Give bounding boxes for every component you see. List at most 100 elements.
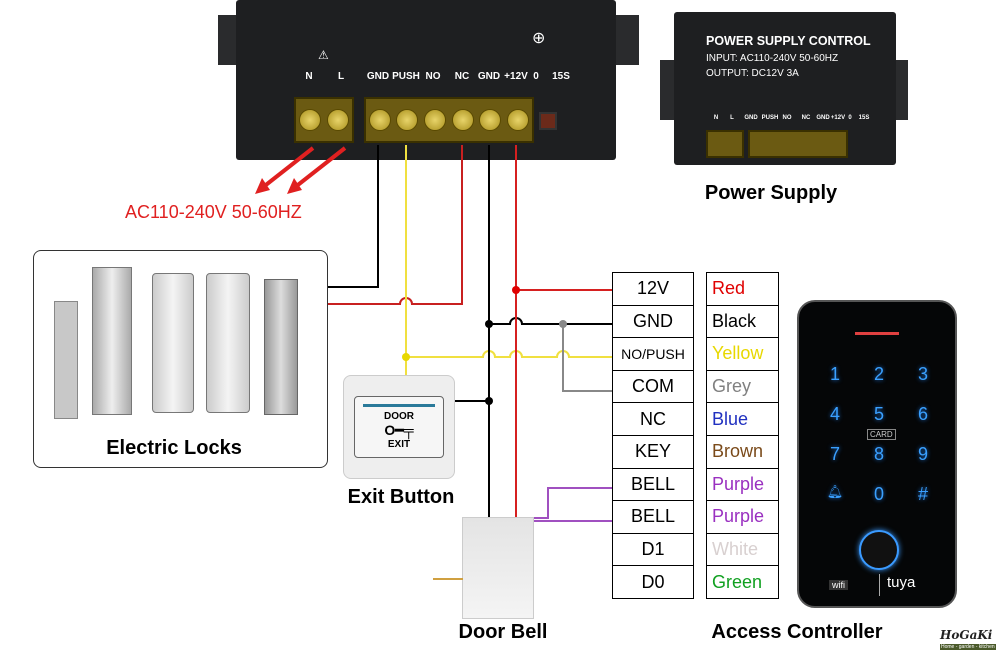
junction-push xyxy=(402,353,410,361)
terminal-name: NO/PUSH xyxy=(612,337,694,371)
table-row: COM xyxy=(612,369,694,404)
ac-arrowhead-l xyxy=(287,178,302,194)
hogaki-logo: HoGaKi xyxy=(940,628,993,642)
terminal-name: BELL xyxy=(612,467,694,502)
terminal-label: NO xyxy=(782,115,792,121)
keypad-key: 1 xyxy=(829,364,841,384)
drop-bolt-lock xyxy=(152,273,194,413)
ac-terminal-strip xyxy=(294,97,354,143)
wire-com xyxy=(562,324,612,392)
table-row: 12V xyxy=(612,272,694,306)
terminal-label: 0 xyxy=(533,71,539,82)
terminal-label: 0 xyxy=(848,115,852,121)
terminal-label: 15S xyxy=(552,71,570,82)
keypad-key: 5 xyxy=(873,404,885,424)
electric-strike xyxy=(264,279,298,415)
wire-lock-nc xyxy=(328,145,463,305)
psu-output: OUTPUT: DC12V 3A xyxy=(706,68,799,79)
terminal-label: PUSH xyxy=(761,115,779,121)
keypad-key: 8 xyxy=(873,444,885,464)
mag-lock xyxy=(92,267,132,415)
table-row: Green xyxy=(706,565,779,599)
junction-exit-gnd xyxy=(485,397,493,405)
table-row: Purple xyxy=(706,500,779,534)
terminal-name: NC xyxy=(612,402,694,436)
keypad-key: 4 xyxy=(829,404,841,424)
table-row: BELL xyxy=(612,467,694,502)
wifi-icon: wifi xyxy=(829,580,848,590)
ac-terminal-strip xyxy=(706,130,744,158)
access-controller-caption: Access Controller xyxy=(711,621,883,643)
fingerprint-sensor xyxy=(859,530,899,570)
wire-no-push xyxy=(406,350,612,358)
table-row: Brown xyxy=(706,434,779,469)
terminal-label: N xyxy=(305,71,313,82)
dc-terminal-strip xyxy=(748,130,848,158)
wire-lock-gnd xyxy=(328,145,379,288)
wire-color: Yellow xyxy=(706,337,779,371)
mag-lock-plate xyxy=(54,301,78,419)
keypad-key: 9 xyxy=(917,444,929,464)
ac-input-label: AC110-240V 50-60HZ xyxy=(125,202,302,222)
power-supply-photo: POWER SUPPLY CONTROL INPUT: AC110-240V 5… xyxy=(674,12,896,165)
terminal-name: KEY xyxy=(612,434,694,469)
wire-color: White xyxy=(706,532,779,567)
ac-arrow-l xyxy=(292,146,347,190)
wire-color: Red xyxy=(706,272,779,306)
terminal-name: D1 xyxy=(612,532,694,567)
terminal-name: D0 xyxy=(612,565,694,599)
terminal-label: N xyxy=(713,115,719,121)
terminal-label: +12V xyxy=(504,71,528,82)
terminal-label: PUSH xyxy=(392,71,420,82)
table-row: D0 xyxy=(612,565,694,599)
terminal-label: NO xyxy=(425,71,441,82)
exit-button-caption: Exit Button xyxy=(347,486,455,508)
exit-door-text: DOOR xyxy=(384,411,414,422)
exit-text: EXIT xyxy=(387,439,411,450)
junction-12v xyxy=(512,286,520,294)
table-row: NO/PUSH xyxy=(612,337,694,371)
wire-color: Purple xyxy=(706,467,779,502)
bell-key-icon: 🔔︎ xyxy=(826,484,844,499)
power-supply-caption: Power Supply xyxy=(704,182,838,204)
terminal-label: L xyxy=(730,115,734,121)
keypad-key: 3 xyxy=(917,364,929,384)
door-bell-caption: Door Bell xyxy=(458,621,548,643)
wire-color: Green xyxy=(706,565,779,599)
junction-gnd xyxy=(485,320,493,328)
electric-locks-caption: Electric Locks xyxy=(106,437,242,459)
door-bell-device xyxy=(462,517,534,619)
key-icon: O━╤ xyxy=(384,422,414,438)
psu-title: POWER SUPPLY CONTROL xyxy=(706,34,871,48)
terminal-label: GND xyxy=(366,71,390,82)
terminal-label: +12V xyxy=(830,115,846,121)
card-reader-label: CARD xyxy=(867,429,896,440)
terminal-label: NC xyxy=(454,71,470,82)
mount-ear-right xyxy=(892,60,908,120)
dc-terminal-strip xyxy=(364,97,534,143)
terminal-label: GND xyxy=(477,71,501,82)
table-row: White xyxy=(706,532,779,567)
mount-ear-left xyxy=(660,60,676,120)
table-row: Blue xyxy=(706,402,779,436)
keypad-key: 7 xyxy=(829,444,841,464)
junction-com xyxy=(559,320,567,328)
table-row: NC xyxy=(612,402,694,436)
table-row: D1 xyxy=(612,532,694,567)
terminal-label: L xyxy=(337,71,345,82)
table-row: Purple xyxy=(706,467,779,502)
drop-bolt-lock xyxy=(206,273,250,413)
keypad-key: 6 xyxy=(917,404,929,424)
door-bell-wires xyxy=(433,560,463,580)
electric-locks-panel: Electric Locks xyxy=(33,250,328,468)
table-row: Black xyxy=(706,304,779,339)
terminal-label: 15S xyxy=(858,115,870,121)
keypad-key: 2 xyxy=(873,364,885,384)
terminal-label: GND xyxy=(816,115,830,121)
ac-arrow-n xyxy=(260,146,315,190)
wire-color: Black xyxy=(706,304,779,339)
terminal-label: GND xyxy=(744,115,758,121)
wire-bell-1 xyxy=(532,487,612,519)
